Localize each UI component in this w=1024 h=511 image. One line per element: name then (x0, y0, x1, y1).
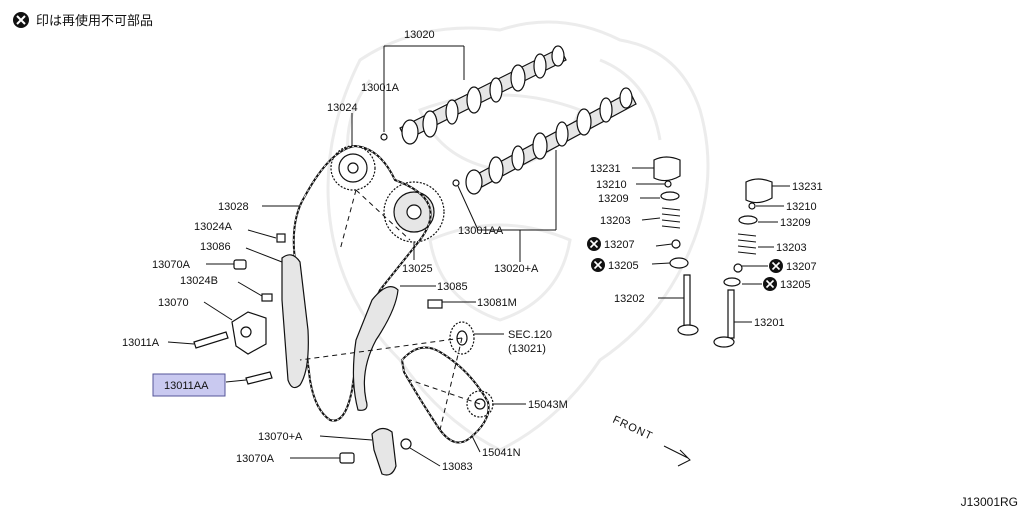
label-13001aa[interactable]: 13001AA (458, 225, 504, 237)
label-13205-left[interactable]: 13205 (608, 260, 639, 272)
label-13070a-bottom[interactable]: 13070A (236, 453, 275, 465)
dowel-pin-13001aa (452, 179, 460, 187)
label-13085[interactable]: 13085 (437, 281, 468, 293)
label-13070a-top[interactable]: 13070A (152, 259, 191, 271)
highlight-13011aa (152, 373, 226, 397)
label-13207-left[interactable]: 13207 (604, 239, 635, 251)
label-13011aa[interactable]: 13011AA (164, 380, 209, 392)
tensioner-arm-13070a (371, 427, 397, 476)
x-circle-icon (591, 258, 605, 272)
slack-guide-13085 (352, 286, 399, 411)
diagram-code: J13001RG (961, 495, 1018, 509)
x-circle-icon (587, 237, 601, 251)
chain-15041n (400, 346, 490, 444)
label-13081m[interactable]: 13081M (477, 297, 517, 309)
label-13209-left[interactable]: 13209 (598, 193, 629, 205)
label-13021: (13021) (508, 343, 546, 355)
label-13201[interactable]: 13201 (754, 317, 785, 329)
front-label: FRONT (611, 414, 655, 443)
label-13024b[interactable]: 13024B (180, 275, 218, 287)
chain-tensioner-13070 (231, 311, 267, 355)
label-13231-left[interactable]: 13231 (590, 163, 621, 175)
x-circle-icon (769, 259, 783, 273)
label-13011a[interactable]: 13011A (122, 337, 160, 349)
pin-13070a-bottom (339, 452, 355, 464)
label-13028[interactable]: 13028 (218, 201, 249, 213)
label-13020a[interactable]: 13020+A (494, 263, 539, 275)
label-13020[interactable]: 13020 (404, 29, 435, 41)
part-labels: 13020 13001A 13024 13028 13024A 13086 13… (122, 29, 823, 473)
label-sec120[interactable]: SEC.120 (508, 329, 552, 341)
bolt-13024a (276, 233, 286, 243)
bolt-13024b (261, 293, 273, 302)
label-13070[interactable]: 13070 (158, 297, 189, 309)
reuse-note: 印は再使用不可部品 (13, 12, 153, 29)
label-13231-right[interactable]: 13231 (792, 181, 823, 193)
camshaft-13020 (399, 45, 567, 145)
reuse-note-text: 印は再使用不可部品 (36, 13, 153, 29)
label-13024a[interactable]: 13024A (194, 221, 233, 233)
label-15043m[interactable]: 15043M (528, 399, 568, 411)
label-13024[interactable]: 13024 (327, 102, 358, 114)
label-13083[interactable]: 13083 (442, 461, 473, 473)
sprocket-13024 (330, 145, 376, 191)
front-arrow-icon (663, 445, 691, 467)
valve-train-left (653, 156, 699, 336)
label-13207-right[interactable]: 13207 (786, 261, 817, 273)
label-13205-right[interactable]: 13205 (780, 279, 811, 291)
label-13210-left[interactable]: 13210 (596, 179, 627, 191)
label-15041n[interactable]: 15041N (482, 447, 521, 459)
camshaft-13020a (465, 87, 637, 195)
bolt-13011aa (245, 371, 273, 385)
label-13210-right[interactable]: 13210 (786, 201, 817, 213)
bolt-13011a (193, 331, 229, 349)
label-13209-right[interactable]: 13209 (780, 217, 811, 229)
chain-guide-13086 (281, 254, 309, 389)
valve-train-right (713, 178, 773, 348)
label-13203-left[interactable]: 13203 (600, 215, 631, 227)
x-circle-icon (763, 277, 777, 291)
part-13081m (427, 299, 443, 309)
part-13083 (400, 438, 412, 450)
vtc-sprocket-13025 (383, 181, 445, 243)
label-13202[interactable]: 13202 (614, 293, 645, 305)
label-13203-right[interactable]: 13203 (776, 242, 807, 254)
front-direction-indicator: FRONT (611, 414, 691, 467)
label-13086[interactable]: 13086 (200, 241, 231, 253)
label-13025[interactable]: 13025 (402, 263, 433, 275)
pin-13070a-top (233, 259, 247, 270)
leader-lines (167, 45, 790, 467)
label-13070pa[interactable]: 13070+A (258, 431, 303, 443)
label-13001a[interactable]: 13001A (361, 82, 400, 94)
dowel-pin-13001a (380, 133, 388, 141)
